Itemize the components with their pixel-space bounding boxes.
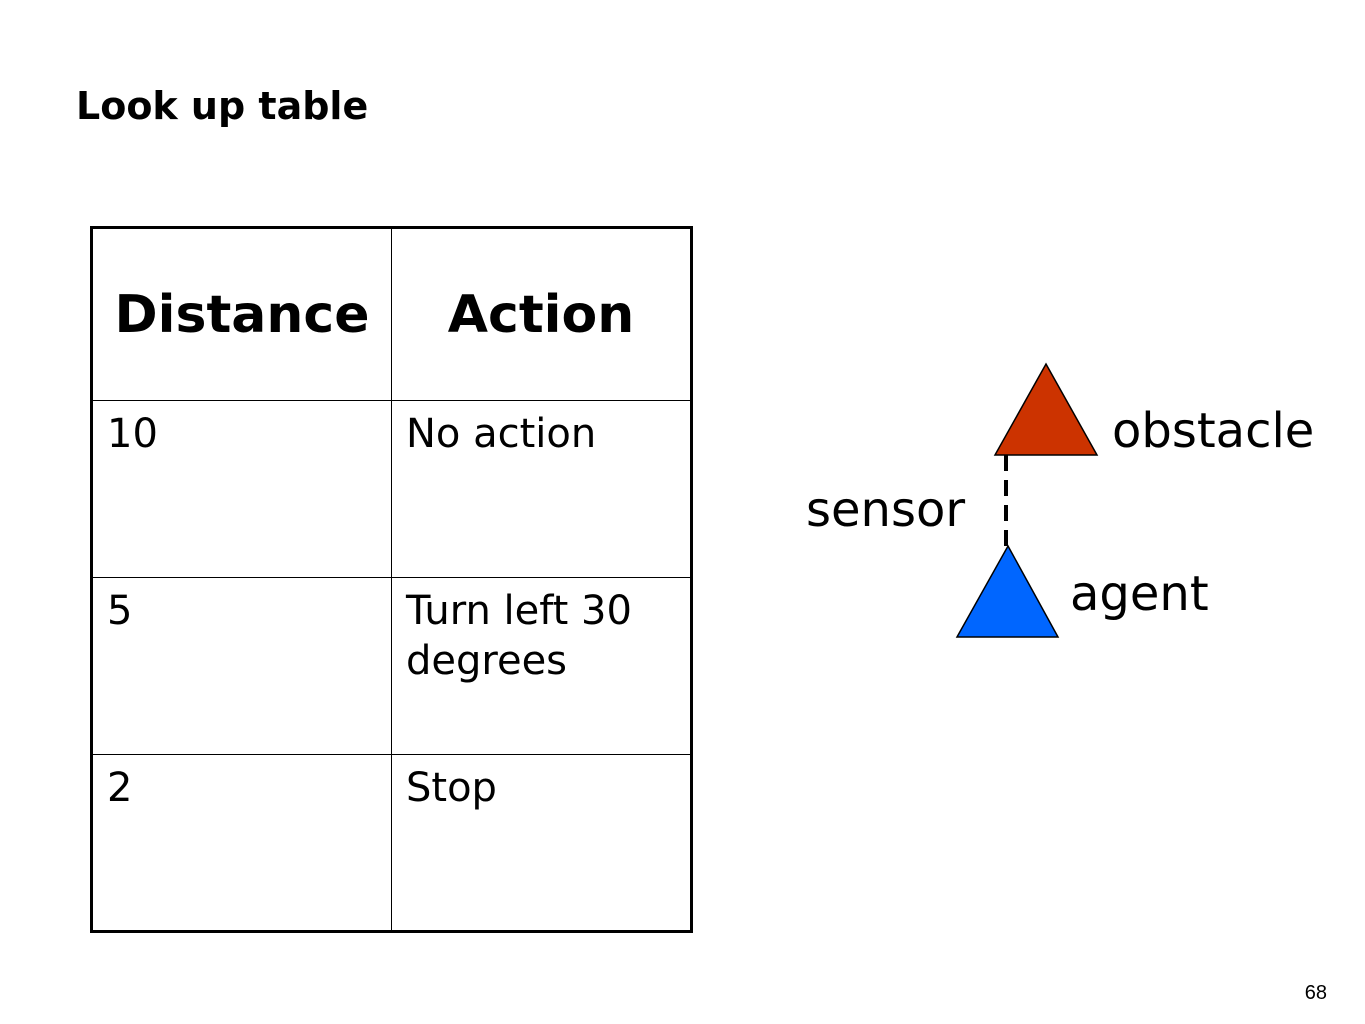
cell-distance: 2	[91, 754, 392, 932]
table-row: 2 Stop	[91, 754, 692, 932]
agent-triangle	[955, 544, 1060, 638]
table-row: 5 Turn left 30 degrees	[91, 577, 692, 755]
header-action: Action	[391, 227, 692, 401]
sensor-diagram: obstacle sensor agent	[806, 362, 1314, 638]
cell-action: Stop	[391, 754, 692, 932]
table-row: 10 No action	[91, 400, 692, 578]
sensor-label: sensor	[806, 482, 965, 538]
slide-title: Look up table	[76, 84, 369, 128]
header-distance: Distance	[91, 227, 392, 401]
cell-action: Turn left 30 degrees	[391, 577, 692, 755]
obstacle-triangle	[993, 362, 1099, 456]
agent-label: agent	[1070, 566, 1209, 622]
cell-distance: 5	[91, 577, 392, 755]
lookup-table: Distance Action 10 No action 5 Turn left…	[90, 226, 693, 933]
page-number: 68	[1304, 982, 1327, 1004]
cell-action: No action	[391, 400, 692, 578]
obstacle-label: obstacle	[1112, 403, 1314, 459]
cell-distance: 10	[91, 400, 392, 578]
table-header-row: Distance Action	[91, 227, 692, 401]
